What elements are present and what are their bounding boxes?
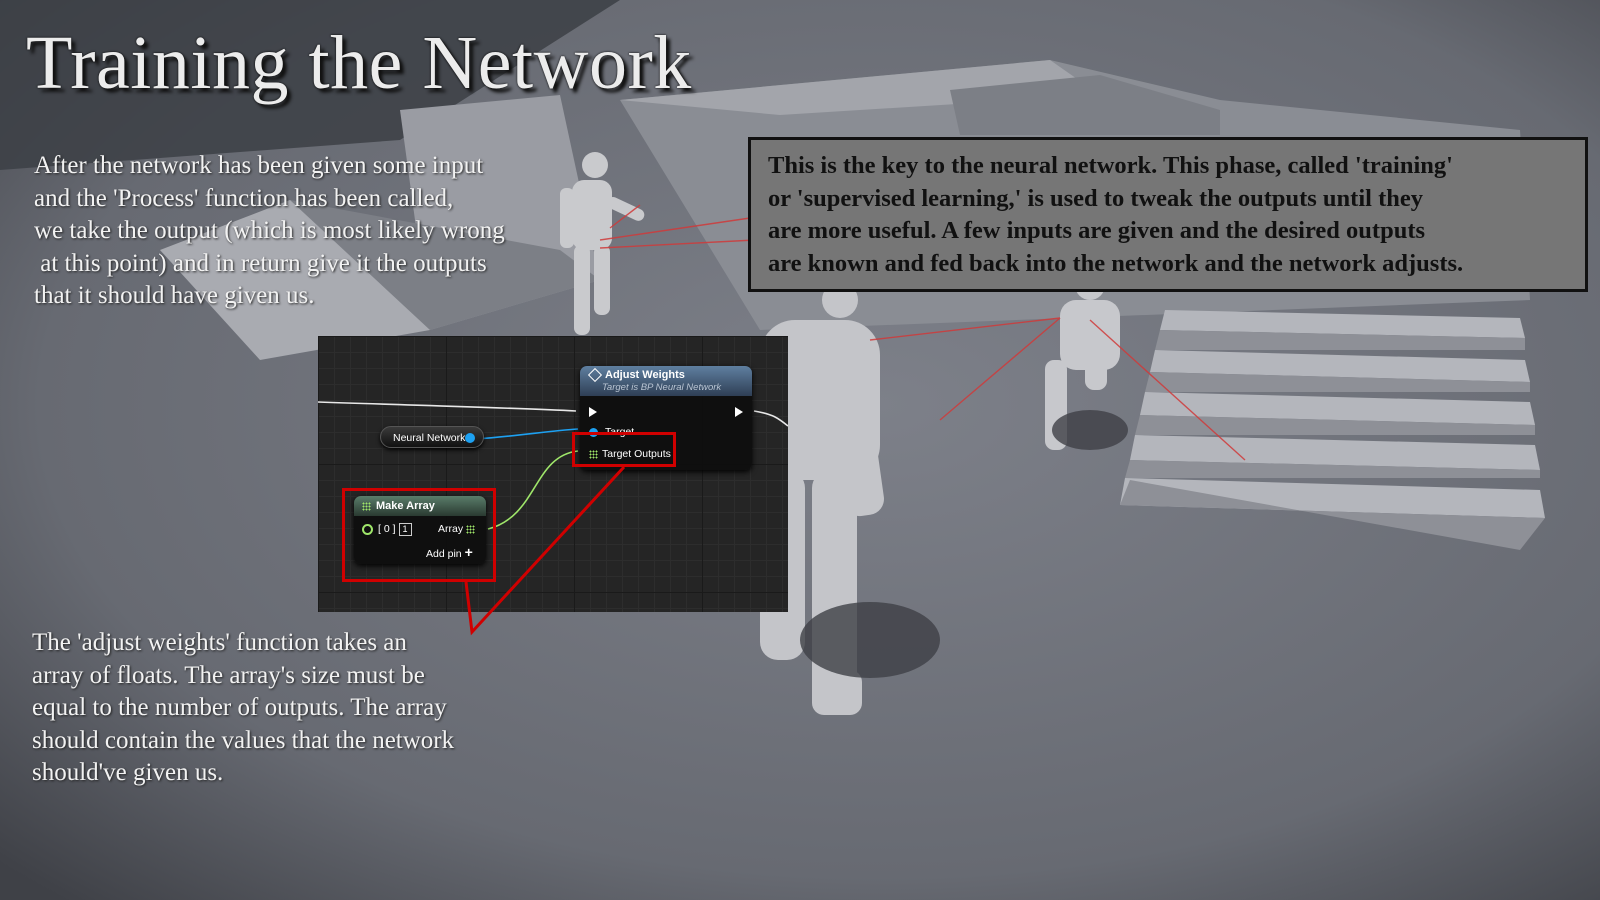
index-value-field[interactable]: 1 (398, 523, 412, 536)
index-label: [ 0 ] (378, 523, 396, 535)
exec-out-pin-icon[interactable] (735, 407, 743, 417)
array-pin-label: Array (438, 523, 464, 535)
slide-title: Training the Network (26, 21, 692, 105)
variable-label: Neural Network (393, 432, 466, 444)
blueprint-graph[interactable]: Neural Network Adjust Weights Target is … (318, 336, 788, 612)
array-icon (362, 501, 371, 511)
intro-paragraph: After the network has been given some in… (34, 152, 505, 309)
adjust-weights-node[interactable]: Adjust Weights Target is BP Neural Netwo… (580, 366, 752, 470)
object-pin-icon[interactable] (465, 433, 475, 443)
neural-network-variable-node[interactable]: Neural Network (380, 426, 484, 448)
float-input-pin-icon[interactable] (362, 524, 373, 535)
node-title: Adjust Weights (605, 369, 685, 381)
node-title: Make Array (376, 500, 435, 512)
detail-paragraph: The 'adjust weights' function takes an a… (32, 629, 455, 786)
add-pin-label: Add pin (426, 548, 462, 560)
staircase (1120, 310, 1545, 518)
exec-in-pin-icon[interactable] (589, 407, 597, 417)
highlight-make-array (342, 488, 496, 582)
mannequin-shadow (800, 602, 940, 678)
mannequin-left (560, 152, 645, 335)
make-array-node[interactable]: Make Array [ 0 ]1 Array Add pin+ (354, 496, 486, 564)
ai-sight-lines (599, 204, 1246, 461)
target-outputs-pin-label: Target Outputs (602, 448, 671, 460)
array-pin-icon[interactable] (589, 450, 598, 459)
node-subtitle: Target is BP Neural Network (602, 382, 722, 393)
node-header: Make Array (354, 496, 486, 516)
index-row: [ 0 ]1 (378, 523, 412, 536)
callout-box: This is the key to the neural network. T… (748, 137, 1588, 292)
node-header: Adjust Weights Target is BP Neural Netwo… (580, 366, 752, 396)
function-icon (587, 367, 603, 383)
highlight-target-outputs (572, 432, 676, 467)
